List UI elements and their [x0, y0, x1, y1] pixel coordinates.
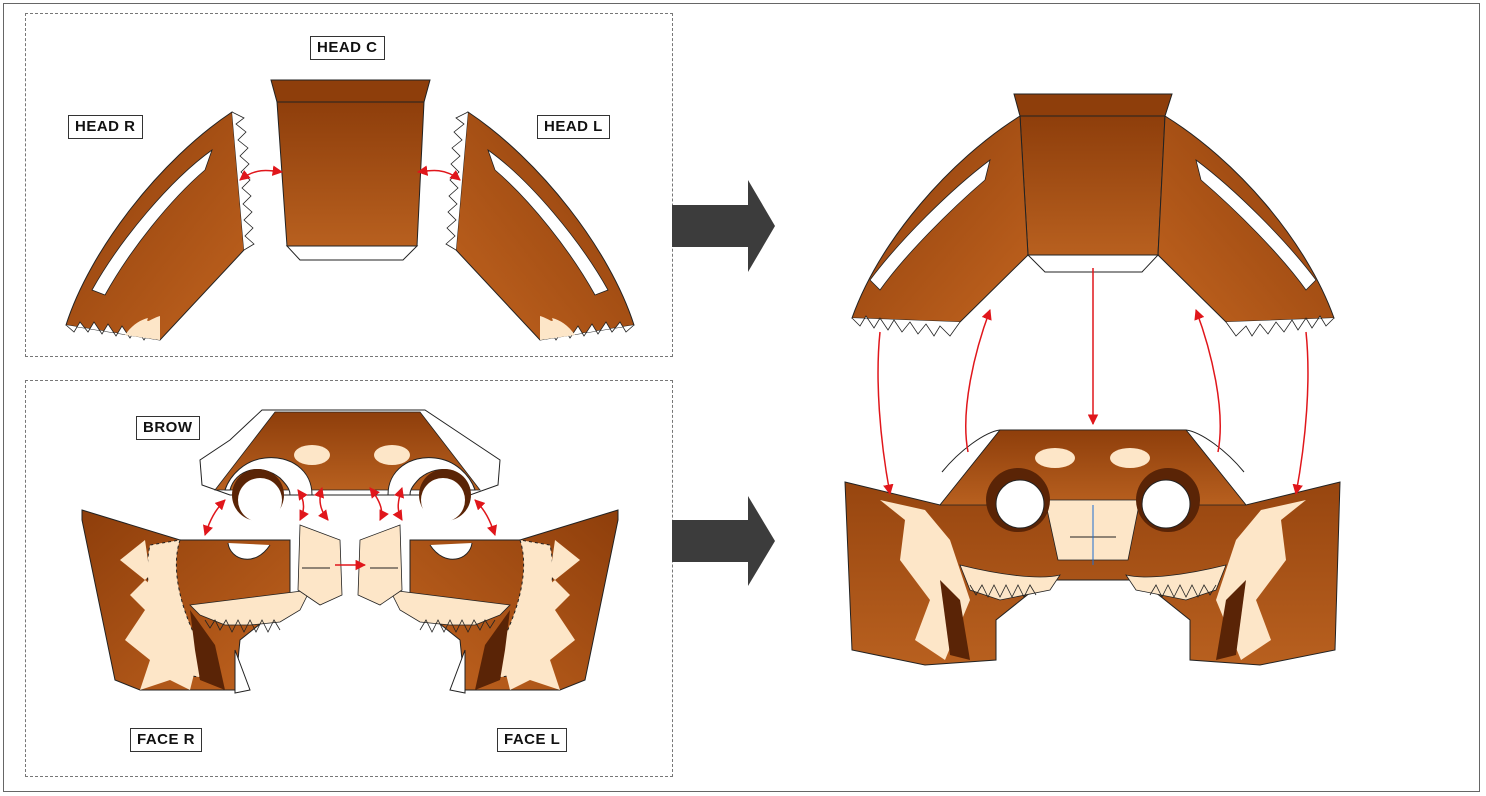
head-r-part	[66, 112, 254, 340]
right-arrow-top-icon	[672, 180, 775, 272]
label-face-r: FACE R	[130, 728, 202, 752]
head-l-part	[446, 112, 634, 340]
label-face-l: FACE L	[497, 728, 567, 752]
right-arrow-bottom-icon	[672, 496, 775, 586]
label-head-c: HEAD C	[310, 36, 385, 60]
face-l-part	[358, 510, 618, 693]
head-c-part	[271, 80, 430, 260]
label-head-r: HEAD R	[68, 115, 143, 139]
label-brow: BROW	[136, 416, 200, 440]
label-head-l: HEAD L	[537, 115, 610, 139]
assembled-face	[845, 430, 1340, 665]
face-r-part	[82, 510, 342, 693]
brow-part	[200, 410, 500, 522]
